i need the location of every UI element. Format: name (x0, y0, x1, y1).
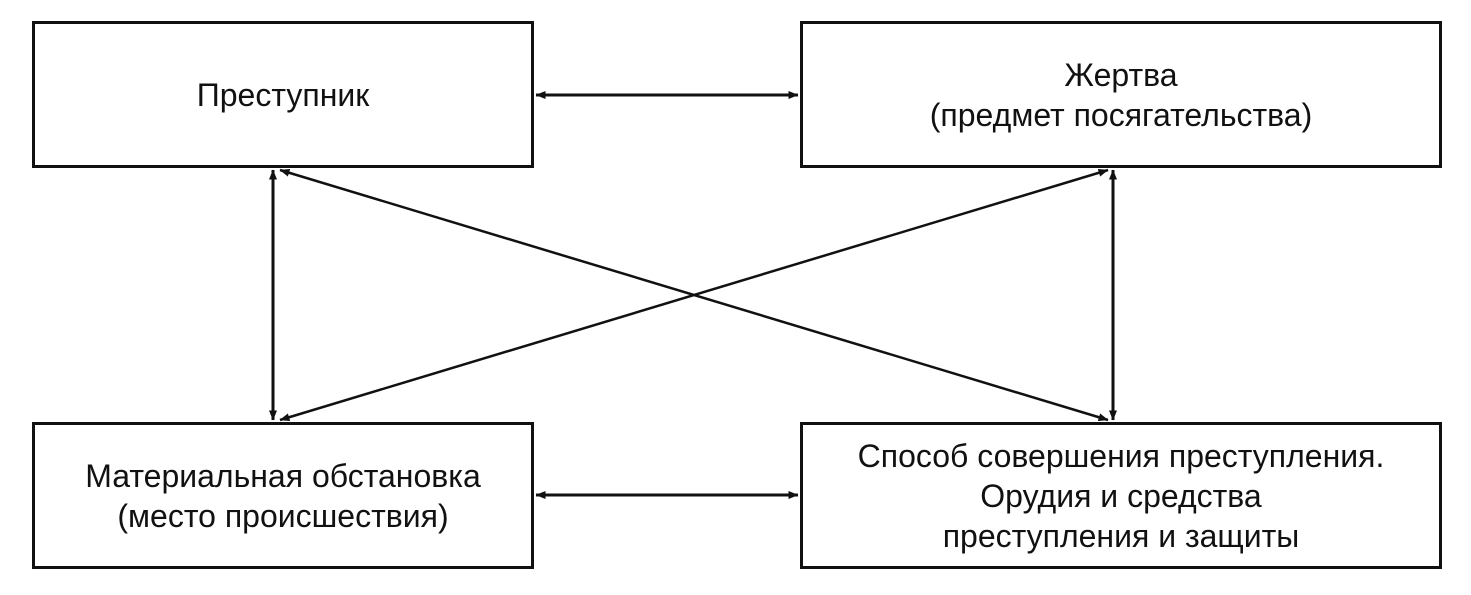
node-setting-line-1: Материальная обстановка (85, 457, 481, 494)
node-setting: Материальная обстановка (место происшест… (32, 422, 534, 569)
node-method-label: Способ совершения преступления. Орудия и… (858, 436, 1385, 556)
node-setting-line-2: (место происшествия) (117, 497, 449, 534)
node-criminal-line-1: Преступник (196, 76, 370, 113)
node-criminal-label: Преступник (197, 75, 369, 115)
node-victim-line-1: Жертва (1064, 56, 1178, 93)
node-method-line-2: Орудия и средства (980, 477, 1262, 514)
node-setting-label: Материальная обстановка (место происшест… (85, 456, 481, 536)
node-victim-line-2: (предмет посягательства) (929, 96, 1313, 133)
node-criminal: Преступник (32, 21, 534, 168)
node-method-line-1: Способ совершения преступления. (857, 437, 1385, 474)
node-victim: Жертва (предмет посягательства) (800, 21, 1442, 168)
edge-victim-setting (279, 168, 1109, 422)
node-method: Способ совершения преступления. Орудия и… (800, 422, 1442, 569)
node-method-line-3: преступления и защиты (942, 517, 1300, 554)
node-victim-label: Жертва (предмет посягательства) (930, 55, 1312, 135)
